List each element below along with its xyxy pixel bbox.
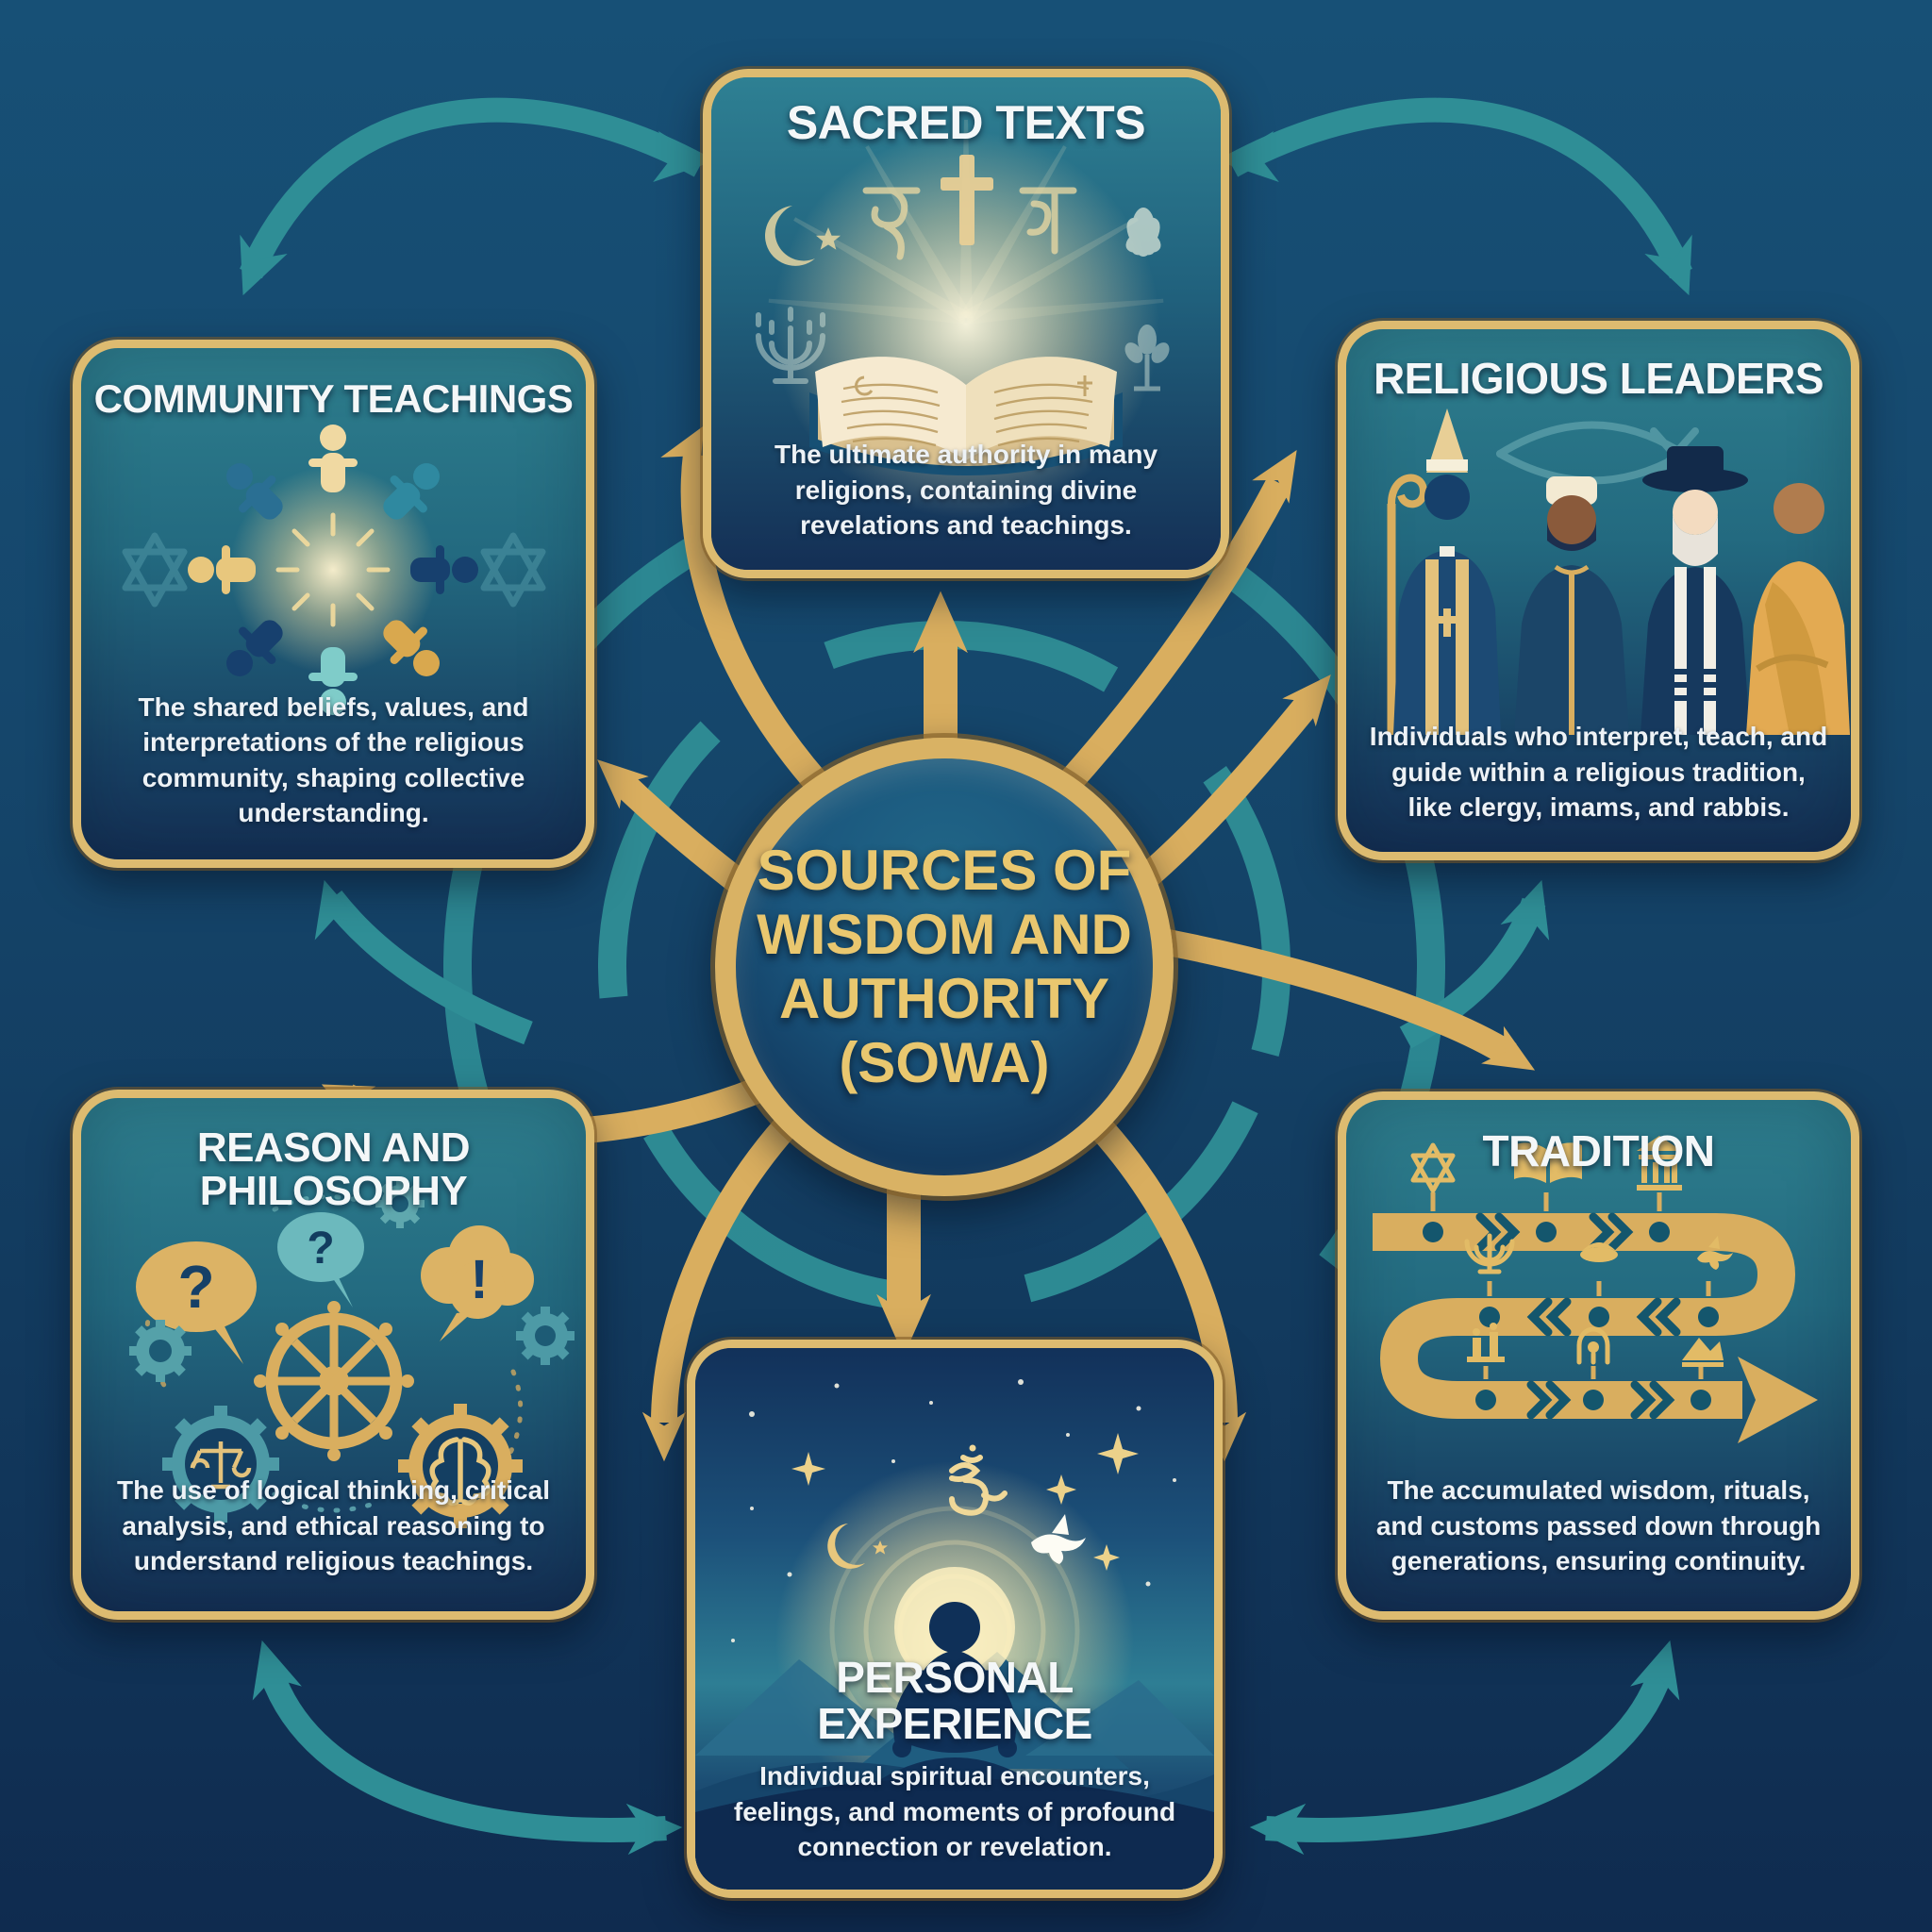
center-hub-title: SOURCES OF WISDOM AND AUTHORITY (SOWA): [757, 839, 1132, 1094]
gold-arrow-left-gap-icon: [660, 425, 860, 828]
reason-philosophy-title: REASON AND PHILOSOPHY: [196, 1124, 471, 1215]
gear-small-3-icon: [129, 1320, 192, 1382]
community-teachings-description: The shared beliefs, values, and interpre…: [138, 691, 529, 828]
offering-bowl-icon: [1580, 1242, 1618, 1262]
teal-curved-arrow-icons: [240, 97, 1692, 1856]
menorah-icon: [756, 307, 825, 384]
star-of-david-right-icon: [480, 532, 546, 608]
personal-experience-art: [695, 1348, 1214, 1890]
sacred-texts-title: SACRED TEXTS: [786, 96, 1146, 149]
community-teachings-art: [81, 348, 586, 859]
glow-rays: [275, 512, 391, 627]
reason-philosophy-description: The use of logical thinking, critical an…: [117, 1475, 550, 1576]
gear-small-2-icon: [516, 1307, 575, 1365]
community-teachings-title: COMMUNITY TEACHINGS: [93, 376, 574, 421]
arrow-tradition-personal-icon: [1249, 1640, 1680, 1856]
gear-small-1-icon: [375, 1179, 425, 1228]
monk-icon: [1746, 483, 1850, 735]
temple-icon: [1637, 1136, 1682, 1191]
tradition-card: TRADITION The accumulated wisdom, ritual…: [1338, 1091, 1859, 1620]
tradition-art: [1346, 1100, 1851, 1611]
tradition-description: The accumulated wisdom, rituals, and cus…: [1375, 1475, 1822, 1576]
arrow-reason-personal-icon: [252, 1640, 683, 1856]
question-bubble-small-icon: ?: [277, 1212, 364, 1307]
gold-arrow-to-tradition-icon: [1141, 924, 1536, 1071]
exclamation-cloud-icon: !: [421, 1225, 534, 1341]
center-line-4: (SOWA): [839, 1030, 1050, 1094]
gold-arrow-sweep-left-icon: [641, 1108, 805, 1462]
open-book-icon: [809, 357, 1123, 475]
dove-icon: [1031, 1514, 1086, 1564]
meditating-person-icon: [879, 1567, 1030, 1795]
center-line-3: AUTHORITY: [779, 967, 1109, 1030]
gold-arrow-right-gap-icon: [1031, 449, 1297, 823]
arrow-sacred-community-icon: [240, 97, 711, 296]
center-line-2: WISDOM AND: [757, 903, 1132, 967]
sacred-texts-card: SACRED TEXTS The ultimate authority in m…: [703, 69, 1229, 578]
tradition-title: TRADITION: [1482, 1126, 1715, 1175]
sacred-texts-art: [711, 77, 1221, 570]
sacred-texts-description: The ultimate authority in many religions…: [774, 440, 1158, 541]
svg-text:?: ?: [307, 1224, 334, 1274]
religious-leaders-title: RELIGIOUS LEADERS: [1373, 354, 1824, 403]
gold-arrow-down-icon: [876, 1177, 931, 1357]
svg-text:?: ?: [177, 1253, 214, 1321]
imam-icon: [1514, 476, 1629, 735]
personal-experience-description: Individual spiritual encounters, feeling…: [733, 1761, 1176, 1862]
ground-hill: [695, 1778, 1214, 1890]
dharma-wheel-icon: [254, 1301, 414, 1461]
scales-gear-icon: [162, 1406, 279, 1523]
tree-lamp-icon: [1124, 325, 1170, 391]
center-hub-circle: SOURCES OF WISDOM AND AUTHORITY (SOWA): [715, 738, 1174, 1196]
personal-experience-title: PERSONAL EXPERIENCE: [817, 1653, 1092, 1748]
crescent-and-star-icon: [764, 206, 841, 266]
inner-orbit-ring-icon: [598, 621, 1291, 1313]
dove-small-icon: [1697, 1236, 1733, 1270]
reason-philosophy-art: ? ? !: [81, 1098, 586, 1611]
lotus-icon: [1125, 208, 1161, 257]
people-circle-icon: [188, 425, 478, 715]
rabbi-icon: [1641, 446, 1750, 735]
menorah-small-icon: [1464, 1233, 1515, 1274]
glowing-light-icon: [229, 466, 437, 674]
open-book-small-icon: [1514, 1142, 1582, 1183]
star-of-david-left-icon: [122, 532, 188, 608]
mountain-scroll-icon: [1682, 1338, 1724, 1367]
bishop-icon: [1387, 408, 1501, 735]
svg-text:!: !: [470, 1249, 488, 1310]
reason-philosophy-card: ? ? !: [73, 1090, 594, 1620]
question-speech-bubble-icon: ?: [136, 1241, 257, 1364]
timeline-arrow-icon: [1373, 1192, 1818, 1443]
community-teachings-card: COMMUNITY TEACHINGS The shared beliefs, …: [73, 340, 594, 868]
brain-gear-icon: [398, 1404, 523, 1528]
om-symbol-icon: [949, 1444, 1008, 1516]
center-line-1: SOURCES OF: [757, 839, 1132, 903]
crescent-moon-icon: [827, 1524, 888, 1569]
person-arch-icon: [1576, 1326, 1610, 1365]
arrow-sacred-religious-icon: [1221, 97, 1692, 296]
star-of-david-icon: [1410, 1142, 1456, 1193]
devanagari-glyph-icon: [862, 187, 1077, 260]
candles-icon: [1467, 1323, 1505, 1362]
arrow-community-reason-icon: [314, 879, 533, 1045]
religious-leaders-art: [1346, 329, 1851, 852]
religious-leaders-card: RELIGIOUS LEADERS Individuals who interp…: [1338, 321, 1859, 860]
personal-experience-card: PERSONAL EXPERIENCE Individual spiritual…: [687, 1340, 1223, 1898]
religious-leaders-description: Individuals who interpret, teach, and gu…: [1369, 722, 1828, 823]
cross-icon: [941, 155, 993, 245]
